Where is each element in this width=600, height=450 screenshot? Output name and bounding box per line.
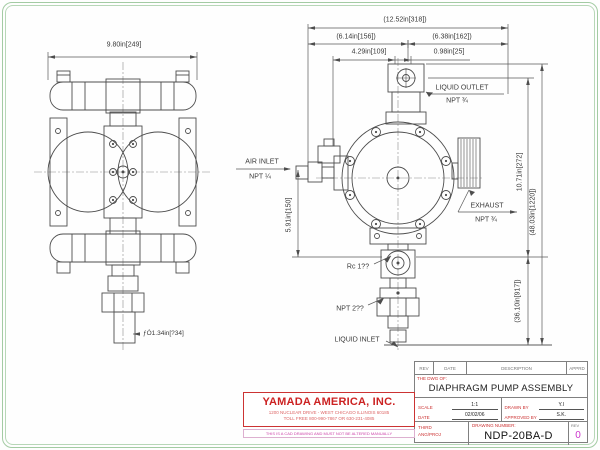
drawn-by-value: Y.I: [538, 402, 584, 410]
date-label: DATE: [418, 415, 430, 420]
side-outlet-offset-dim: 0.98in[25]: [433, 48, 465, 56]
company-box: YAMADA AMERICA, INC. 1200 NUCLEAR DRIVE …: [243, 392, 415, 427]
side-total-width-dim: (12.52in[318]): [383, 16, 427, 24]
drawing-number-label: DRAWING NUMBER:: [472, 423, 516, 428]
dwg-of-label: THE DWG OF:: [417, 376, 447, 381]
side-port-offset-dim: 4.29in[109]: [351, 48, 387, 56]
air-inlet-label: AIR INLET: [245, 158, 279, 166]
lower-height-dim: (36.10in[917]): [514, 279, 522, 323]
description-column-header: DESCRIPTION: [467, 362, 567, 374]
drawing-number-row: THIRD ANG/PROJ DRAWING NUMBER: NDP-20BA-…: [415, 422, 587, 445]
pump-drawing: [34, 24, 552, 352]
drawing-title: DIAPHRAGM PUMP ASSEMBLY: [428, 383, 574, 394]
third-angle-projection-label: THIRD ANG/PROJ: [415, 422, 469, 445]
liquid-inlet-label: LIQUID INLET: [334, 336, 380, 344]
side-left-width-dim: (6.14in[156]): [336, 33, 376, 41]
approved-by-value: S.K.: [538, 412, 584, 420]
scale-value: 1:1: [452, 402, 498, 410]
center-lines: [34, 58, 482, 352]
cad-note: THIS IS A CAD DRAWING AND MUST NOT BE AL…: [243, 429, 415, 438]
revision-header-row: REV DATE DESCRIPTION APPRD: [415, 362, 587, 375]
company-address: 1200 NUCLEAR DRIVE - WEST CHICAGO ILLINO…: [268, 410, 390, 415]
liquid-outlet-label: LIQUID OUTLET: [435, 84, 489, 92]
date-value: 02/02/06: [452, 412, 498, 420]
drawing-number: NDP-20BA-D: [484, 430, 553, 442]
company-name: YAMADA AMERICA, INC.: [262, 396, 396, 408]
rc-port-label: Rc 1??: [346, 263, 370, 271]
company-phone: TOLL FREE 800-990-7867 OR 630-231-4085: [283, 416, 375, 421]
drawn-by-label: DRAWN BY: [504, 405, 529, 410]
side-view: [295, 63, 481, 343]
scale-label: SCALE: [418, 405, 433, 410]
dimension-lines: [47, 24, 552, 348]
total-height-dim: (48.03in[1220]): [529, 188, 537, 236]
front-width-dim: 9.80in[249]: [106, 41, 142, 49]
arrowheads: [48, 26, 544, 347]
approved-by-label: APPROVED BY: [504, 415, 537, 420]
inlet-height-dim: 5.91in[150]: [285, 197, 293, 233]
apprd-column-header: APPRD: [569, 365, 585, 371]
side-right-width-dim: (6.38in[162]): [432, 33, 472, 41]
front-pipe-diameter-dim: ƒÓ1.34in[?34]: [143, 329, 184, 337]
npt-port-label: NPT 2??: [336, 305, 364, 313]
rev-label: REV: [571, 423, 580, 428]
page-border-inner: [5, 5, 595, 445]
scale-date-row: SCALE 1:1 DATE 02/02/06 DRAWN BY Y.I APP…: [415, 398, 587, 422]
upper-height-dim: 10.71in[272]: [516, 152, 524, 192]
exhaust-label: EXHAUST: [470, 202, 504, 210]
exhaust-size: NPT ¾: [475, 216, 497, 224]
rev-value: 0: [575, 430, 581, 441]
title-block: REV DATE DESCRIPTION APPRD THE DWG OF: D…: [414, 361, 588, 445]
drawing-title-row: THE DWG OF: DIAPHRAGM PUMP ASSEMBLY: [415, 375, 587, 398]
date-column-header: DATE: [434, 362, 467, 374]
liquid-outlet-size: NPT ¾: [446, 97, 468, 105]
front-view: [47, 70, 199, 344]
air-inlet-size: NPT ¼: [249, 173, 271, 181]
rev-column-header: REV: [415, 362, 434, 374]
